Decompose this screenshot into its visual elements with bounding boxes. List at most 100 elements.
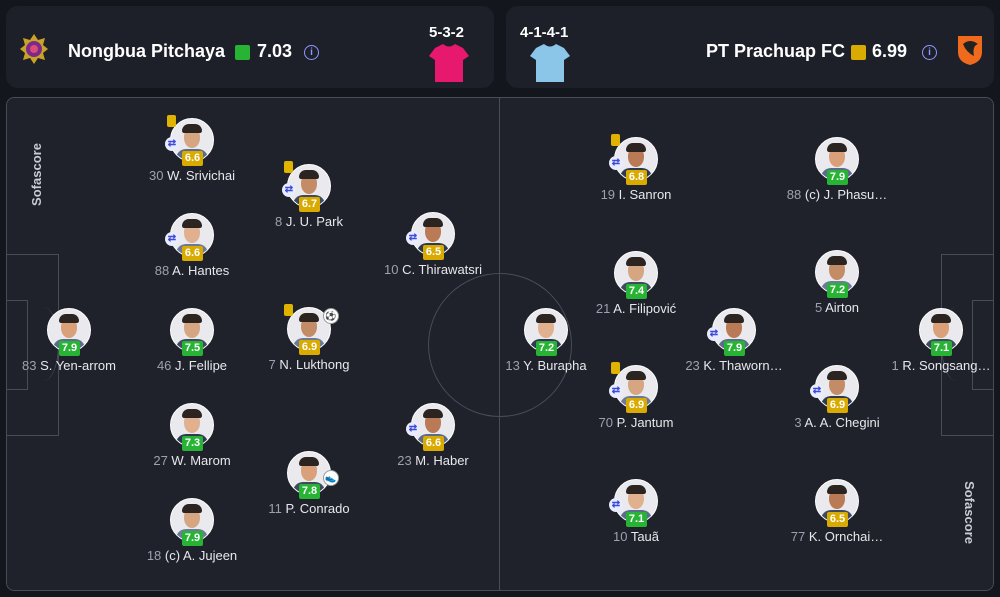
- player-shirt-number: 19: [600, 187, 619, 202]
- player-name-text: Airton: [825, 300, 860, 315]
- player-shirt-number: 13: [505, 358, 524, 373]
- player-rating: 7.1: [626, 512, 647, 527]
- home-team-name[interactable]: Nongbua Pitchaya: [68, 41, 226, 61]
- player-rating: 6.8: [626, 170, 647, 185]
- player-rating: 7.8: [299, 484, 320, 499]
- player-shirt-number: 88: [786, 187, 805, 202]
- yellow-card-icon: [611, 134, 620, 146]
- player-name[interactable]: 77 K. Ornchai…: [747, 529, 927, 544]
- away-team-rating: 6.99: [872, 41, 908, 61]
- player-name[interactable]: 3 A. A. Chegini: [747, 415, 927, 430]
- home-team-rating: 7.03: [257, 41, 293, 61]
- substitution-icon: ⇄: [282, 183, 296, 197]
- substitution-icon: ⇄: [165, 232, 179, 246]
- player-name[interactable]: 5 Airton: [747, 300, 927, 315]
- player-name[interactable]: 18 (c) A. Jujeen: [102, 548, 282, 563]
- player-rating: 6.6: [423, 436, 444, 451]
- player-name[interactable]: 23 K. Thaworn…: [644, 358, 824, 373]
- player-rating: 7.9: [724, 341, 745, 356]
- home-team-logo[interactable]: [18, 32, 50, 66]
- substitution-icon: ⇄: [810, 384, 824, 398]
- player-name-text: A. Hantes: [172, 263, 230, 278]
- player-shirt-number: 23: [685, 358, 704, 373]
- player-name[interactable]: 27 W. Marom: [102, 453, 282, 468]
- player-shirt-number: 10: [612, 529, 631, 544]
- player-rating: 6.5: [827, 512, 848, 527]
- sofascore-watermark-right: Sofascore: [962, 481, 977, 544]
- info-icon[interactable]: i: [304, 45, 319, 60]
- player-name[interactable]: 30 W. Srivichai: [102, 168, 282, 183]
- away-team-logo[interactable]: [954, 32, 986, 66]
- info-icon[interactable]: i: [922, 45, 937, 60]
- player-shirt-number: 21: [595, 301, 614, 316]
- player-name[interactable]: 13 Y. Burapha: [456, 358, 636, 373]
- player-rating: 7.9: [182, 531, 203, 546]
- player-name[interactable]: 88 A. Hantes: [102, 263, 282, 278]
- player-name[interactable]: 70 P. Jantum: [546, 415, 726, 430]
- player-name-text: A. A. Chegini: [804, 415, 880, 430]
- player-rating: 6.7: [299, 197, 320, 212]
- player-name[interactable]: 7 N. Lukthong: [219, 357, 399, 372]
- player-name[interactable]: 10 Tauã: [546, 529, 726, 544]
- player-rating: 7.1: [931, 341, 952, 356]
- player-rating: 7.2: [536, 341, 557, 356]
- player-name-text: Tauã: [630, 529, 660, 544]
- player-shirt-number: 8: [275, 214, 286, 229]
- substitution-icon: ⇄: [609, 498, 623, 512]
- player-shirt-number: 77: [790, 529, 809, 544]
- player-name[interactable]: 10 C. Thirawatsri: [343, 262, 523, 277]
- away-rating-color-badge: [851, 45, 866, 60]
- player-name-text: J. Fellipe: [175, 358, 228, 373]
- player-name[interactable]: 19 I. Sanron: [546, 187, 726, 202]
- player-name-text: C. Thirawatsri: [402, 262, 483, 277]
- player-name-text: M. Haber: [415, 453, 469, 468]
- player-name[interactable]: 88 (c) J. Phasu…: [747, 187, 927, 202]
- player-rating: 6.9: [626, 398, 647, 413]
- home-goal-box: [6, 300, 28, 390]
- substitution-icon: ⇄: [165, 137, 179, 151]
- substitution-icon: ⇄: [707, 327, 721, 341]
- sofascore-label: Sofascore: [961, 481, 977, 544]
- away-goal-box: [972, 300, 994, 390]
- away-team-header: 4-1-4-1 PT Prachuap FC 6.99 i: [506, 6, 994, 88]
- player-name[interactable]: 8 J. U. Park: [219, 214, 399, 229]
- away-team-name[interactable]: PT Prachuap FC: [706, 41, 846, 61]
- player-name[interactable]: 11 P. Conrado: [219, 501, 399, 516]
- player-name-text: (c) J. Phasu…: [804, 187, 888, 202]
- player-shirt-number: 1: [891, 358, 903, 373]
- assist-icon: 👟: [323, 470, 339, 486]
- center-circle: [428, 273, 572, 417]
- player-name-text: S. Yen-arrom: [40, 358, 116, 373]
- yellow-card-icon: [284, 304, 293, 316]
- player-shirt-number: 46: [156, 358, 176, 373]
- home-team-header: Nongbua Pitchaya 7.03 i 5-3-2: [6, 6, 494, 88]
- home-formation: 5-3-2: [429, 24, 465, 41]
- player-name[interactable]: 21 A. Filipović: [546, 301, 726, 316]
- player-rating: 7.5: [182, 341, 203, 356]
- player-name[interactable]: 1 R. Songsang…: [851, 358, 994, 373]
- player-name[interactable]: 83 S. Yen-arrom: [6, 358, 159, 373]
- player-shirt-number: 10: [383, 262, 403, 277]
- player-rating: 6.6: [182, 151, 203, 166]
- player-rating: 7.4: [626, 284, 647, 299]
- substitution-icon: ⇄: [406, 422, 420, 436]
- player-shirt-number: 23: [397, 453, 416, 468]
- player-name[interactable]: 46 J. Fellipe: [102, 358, 282, 373]
- player-name[interactable]: 23 M. Haber: [343, 453, 523, 468]
- player-rating: 6.5: [423, 245, 444, 260]
- player-shirt-number: 3: [794, 415, 805, 430]
- away-formation: 4-1-4-1: [520, 24, 569, 41]
- player-name-text: W. Srivichai: [167, 168, 235, 183]
- yellow-card-icon: [284, 161, 293, 173]
- player-name-text: K. Thaworn…: [703, 358, 783, 373]
- player-name-text: J. U. Park: [285, 214, 343, 229]
- player-name-text: Y. Burapha: [523, 358, 587, 373]
- player-rating: 6.9: [827, 398, 848, 413]
- player-name-text: R. Songsang…: [902, 358, 991, 373]
- goal-icon: ⚽: [323, 308, 339, 324]
- player-shirt-number: 27: [153, 453, 172, 468]
- player-rating: 6.9: [299, 340, 320, 355]
- away-jersey-icon: [530, 44, 570, 82]
- player-rating: 7.3: [182, 436, 203, 451]
